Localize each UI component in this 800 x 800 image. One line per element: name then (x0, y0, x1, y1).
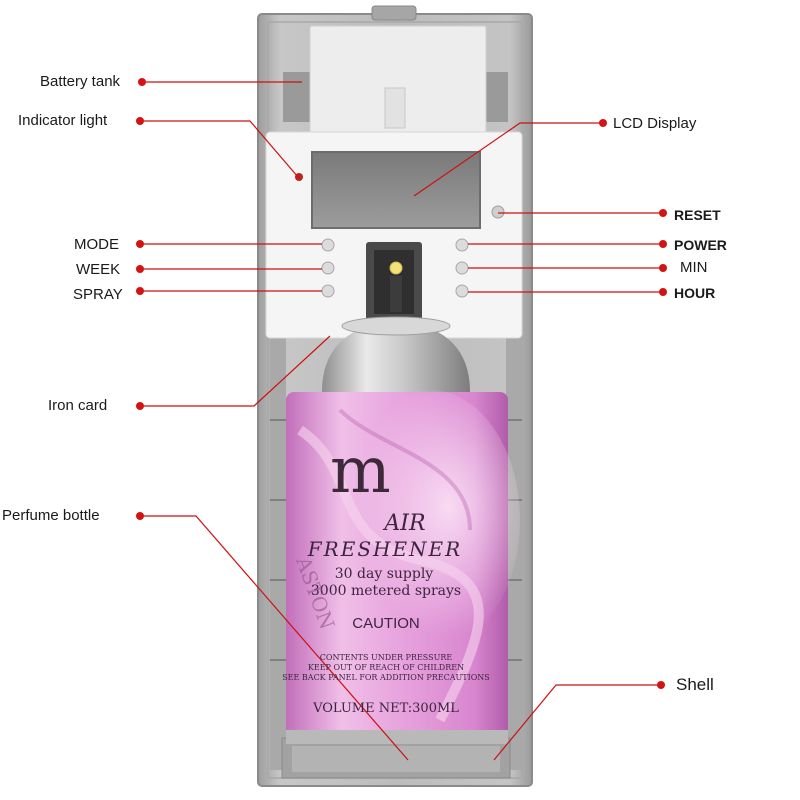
hour-dot (659, 288, 667, 296)
iron-card-dot (136, 402, 144, 410)
label-reset: RESET (674, 207, 721, 223)
label-indicator-light: Indicator light (18, 112, 108, 129)
mode-dot (136, 240, 144, 248)
label-week: WEEK (76, 261, 121, 278)
can-air: AIR (382, 511, 425, 536)
spray-button[interactable] (321, 284, 335, 298)
lcd-display-dot (599, 119, 607, 127)
lcd-screen (311, 151, 481, 229)
label-min: MIN (680, 259, 708, 276)
min-dot (659, 264, 667, 272)
reset-button[interactable] (491, 205, 505, 219)
can-warn-3: SEE BACK PANEL FOR ADDITION PRECAUTIONS (282, 673, 490, 682)
min-button[interactable] (455, 261, 469, 275)
leader-lines (140, 81, 663, 761)
label-iron-card: Iron card (48, 397, 108, 414)
label-power: POWER (674, 237, 727, 253)
power-button[interactable] (455, 238, 469, 252)
week-button[interactable] (321, 261, 335, 275)
can-warn-2: KEEP OUT OF REACH OF CHILDREN (308, 663, 464, 672)
control-panel (265, 131, 523, 339)
label-perfume-bottle: Perfume bottle (2, 507, 100, 524)
shell-dot (657, 681, 665, 689)
indicator-light-dot (136, 117, 144, 125)
label-spray: SPRAY (73, 286, 123, 303)
perfume-bottle-dot (136, 512, 144, 520)
label-lcd-display: LCD Display (613, 115, 697, 132)
label-hour: HOUR (674, 285, 716, 301)
can-supply-1: 30 day supply (335, 566, 434, 582)
can-freshener: FRESHENER (307, 537, 462, 561)
label-battery-tank: Battery tank (40, 73, 121, 90)
battery-tank (283, 25, 508, 139)
reset-dot (659, 209, 667, 217)
can-caution: CAUTION (352, 615, 420, 632)
hour-button[interactable] (455, 284, 469, 298)
can-shoulder (322, 320, 470, 392)
label-mode: MODE (74, 236, 119, 253)
label-shell: Shell (676, 675, 714, 694)
can-supply-2: 3000 metered sprays (311, 583, 461, 599)
perfume-bottle (286, 316, 520, 744)
power-dot (659, 240, 667, 248)
battery-tank-dot (138, 78, 146, 86)
can-logo: m (330, 434, 391, 508)
can-volume: VOLUME NET:300ML (312, 701, 459, 716)
can-warn-1: CONTENTS UNDER PRESSURE (320, 653, 453, 662)
mode-button[interactable] (321, 238, 335, 252)
leader-dots (136, 78, 667, 689)
week-dot (136, 265, 144, 273)
iron-card-plate (341, 316, 451, 336)
spray-dot (136, 287, 144, 295)
